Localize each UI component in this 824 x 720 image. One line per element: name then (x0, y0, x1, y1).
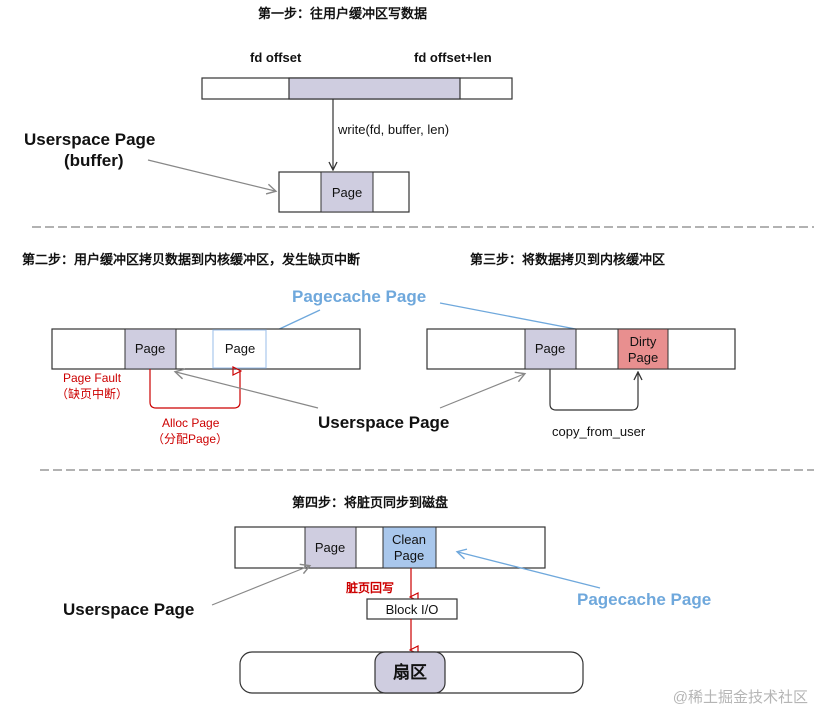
buffer-label: (buffer) (64, 151, 123, 170)
step2-user-page-label: Page (135, 341, 165, 356)
step2-bar (51, 328, 361, 370)
write-call-label: write(fd, buffer, len) (337, 122, 449, 137)
sector-box (374, 651, 446, 694)
pagecache-page-label-1: Pagecache Page (292, 287, 426, 306)
dirty-page-box (617, 328, 669, 370)
sector-label: 扇区 (393, 662, 427, 682)
pagecache-page-label-2: Pagecache Page (577, 590, 711, 609)
userspace-arrow-1 (147, 159, 278, 195)
userspace-arrow-3 (211, 563, 312, 606)
fd-offset-label: fd offset (250, 50, 302, 65)
step2-user-page (124, 328, 177, 370)
page-fault-cn-label: （缺页中断） (56, 386, 128, 401)
step2-title: 第二步：用户缓冲区拷贝数据到内核缓冲区，发生缺页中断 (22, 252, 360, 267)
userspace-page-label-1: Userspace Page (24, 130, 155, 149)
alloc-page-arrow (149, 369, 240, 409)
step3-title: 第三步：将数据拷贝到内核缓冲区 (470, 252, 665, 267)
step4-title: 第四步：将脏页同步到磁盘 (292, 495, 448, 510)
step2-pagecache-page-label: Page (225, 341, 255, 356)
writeback-label: 脏页回写 (346, 580, 394, 595)
userspace-arrow-right (439, 371, 527, 409)
step4-user-page-label: Page (315, 540, 345, 555)
step3-user-page (524, 328, 577, 370)
step3-user-page-label: Page (535, 341, 565, 356)
clean-label-1: Clean (392, 532, 426, 547)
userspace-arrow-left (173, 368, 319, 409)
fd-offset-len-label: fd offset+len (414, 50, 492, 65)
clean-label-2: Page (394, 548, 424, 563)
dirty-label-2: Page (628, 350, 658, 365)
alloc-page-label: Alloc Page (162, 416, 220, 430)
watermark: @稀土掘金技术社区 (673, 689, 808, 706)
step4-user-page (304, 526, 357, 569)
clean-page-box (382, 526, 437, 569)
step3-bar (426, 328, 736, 370)
block-io-label: Block I/O (386, 602, 439, 617)
alloc-page-cn-label: （分配Page） (152, 432, 228, 446)
userspace-page-label-3: Userspace Page (63, 600, 194, 619)
copy-from-user-arrow (549, 369, 638, 411)
userspace-page-label-2: Userspace Page (318, 413, 449, 432)
file-range-segment (288, 77, 461, 100)
block-io-box (366, 598, 458, 620)
user-page-label: Page (332, 185, 362, 200)
pagecache-arrow-3 (455, 548, 601, 589)
user-page-box (320, 171, 374, 213)
page-fault-label: Page Fault (63, 371, 122, 385)
dirty-label-1: Dirty (630, 334, 657, 349)
copy-from-user-label: copy_from_user (552, 424, 646, 439)
step1-title: 第一步：往用户缓冲区写数据 (258, 6, 427, 21)
